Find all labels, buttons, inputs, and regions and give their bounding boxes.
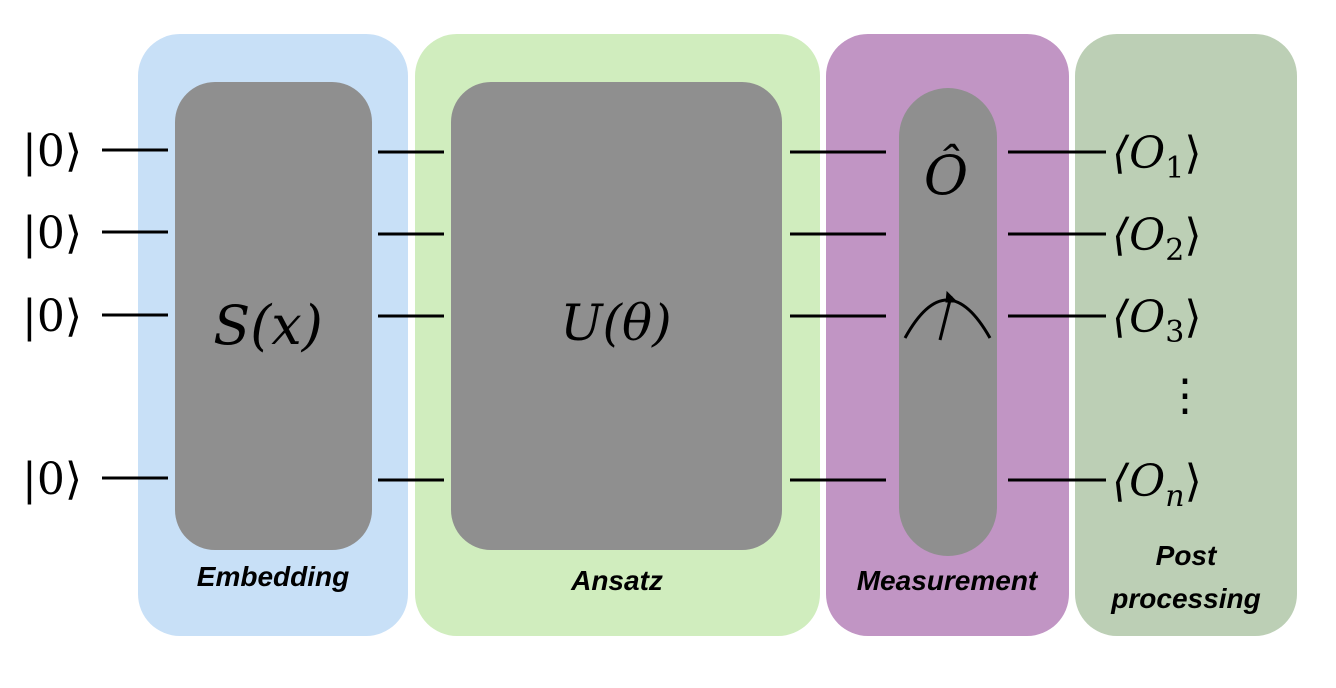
output-expectation-3: ⟨O3⟩ [1112,292,1202,350]
ansatz-gate-label: U(θ) [560,294,671,352]
wires [102,148,1106,482]
input-ket-1: |0⟩ [22,126,82,177]
input-ket-3: |0⟩ [22,291,82,342]
output-ellipsis: ⋮ [1163,370,1207,421]
ansatz-label: Ansatz [570,565,663,596]
meter-icon [903,290,992,341]
postprocessing-label-line1: Post [1156,540,1218,571]
embedding-label: Embedding [197,561,349,592]
postprocessing-stage [1075,34,1297,636]
input-ket-4: |0⟩ [22,454,82,505]
output-expectation-1: ⟨O1⟩ [1112,128,1202,186]
measurement-gate [899,88,997,556]
input-ket-2: |0⟩ [22,208,82,259]
embedding-gate [175,82,372,550]
postprocessing-label-line2: processing [1110,583,1260,614]
measurement-label: Measurement [857,565,1039,596]
output-expectation-2: ⟨O2⟩ [1112,210,1202,268]
embedding-gate-label: S(x) [213,294,323,357]
ansatz-gate [451,82,782,550]
output-expectation-4: ⟨On⟩ [1112,456,1202,514]
measurement-operator: Ô [924,143,968,207]
